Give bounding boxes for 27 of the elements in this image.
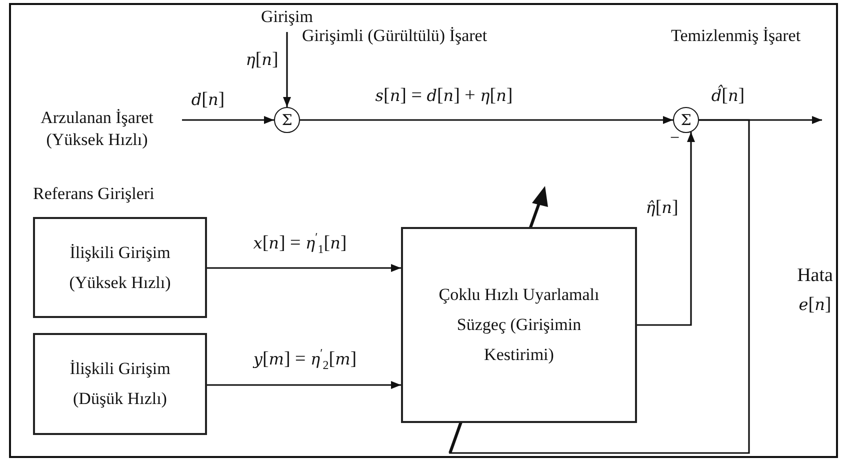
edge-label: d[n] <box>191 88 225 112</box>
summing-junction: Σ <box>673 107 699 133</box>
reference-input-box <box>33 217 207 318</box>
reference-input-box <box>33 333 207 435</box>
edge-label: y[m] = η$^{′}$$_{2}$[m] <box>253 345 357 374</box>
arrow <box>637 132 695 326</box>
edge-label: x[n] = η$^{′}$$_{1}$[n] <box>253 229 347 258</box>
node-text: Girişim <box>260 6 314 28</box>
edge-label: d̂[n] <box>711 84 745 108</box>
node-text: İlişkili Girişim (Düşük Hızlı) <box>68 358 172 410</box>
caption-text: Girişimli (Gürültülü) İşaret <box>302 26 488 46</box>
node-text: Arzulanan İşaret (Yüksek Hızlı) <box>40 107 154 152</box>
arrow <box>207 381 401 389</box>
arrow <box>207 264 401 272</box>
edge-label: η̂[n] <box>646 196 678 220</box>
arrow <box>182 116 274 124</box>
caption-text: Temizlenmiş İşaret <box>671 26 801 46</box>
summing-junction: Σ <box>274 107 300 133</box>
edge-label: η[n] <box>246 48 278 72</box>
node-text: İlişkili Girişim (Yüksek Hızlı) <box>68 242 172 294</box>
arrow <box>283 32 291 107</box>
node-text: Çoklu Hızlı Uyarlamalı Süzgeç (Girişimin Kestirimi) <box>438 284 600 366</box>
caption-text: Referans Girişleri <box>33 184 154 204</box>
arrow <box>300 116 673 124</box>
edge-label: Hata e[n] <box>796 264 834 316</box>
edge-label: s[n] = d[n] + η[n] <box>375 84 513 108</box>
adaptive-filter-box <box>401 227 637 423</box>
